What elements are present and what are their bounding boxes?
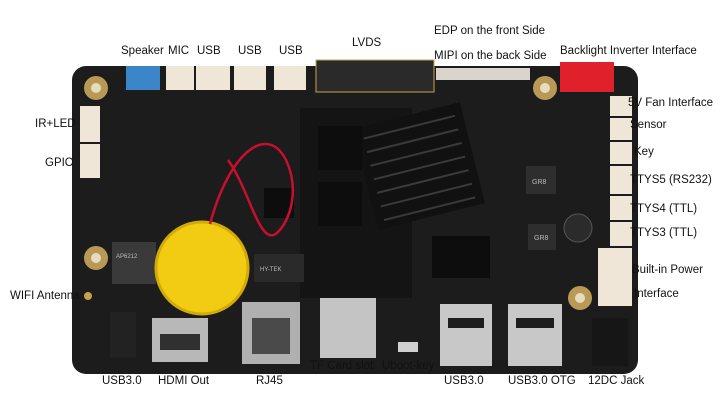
- label-uboot: Uboot-key: [382, 360, 435, 372]
- key-connector: [610, 142, 632, 164]
- label-usb-2: USB: [238, 45, 262, 57]
- label-usb30-right: USB3.0: [444, 375, 484, 387]
- wifi-module-label: AP6212: [116, 254, 138, 260]
- mounting-hole: [568, 286, 592, 310]
- usb3-otg-port-opening: [516, 318, 554, 328]
- pmic-chip-label: GR8: [532, 179, 547, 186]
- lvds-header: [315, 59, 435, 93]
- usb3-otg-port: [508, 304, 562, 366]
- label-usb-3: USB: [279, 45, 303, 57]
- pmic-chip-label: GR8: [534, 235, 549, 242]
- label-backlight: Backlight Inverter Interface: [560, 45, 697, 57]
- mic-connector: [166, 66, 194, 90]
- mounting-hole: [84, 246, 108, 270]
- label-ir-led: IR+LED: [35, 118, 76, 130]
- emmc-chip: [432, 236, 490, 278]
- usb-connector-3: [274, 66, 306, 90]
- label-lvds: LVDS: [352, 37, 382, 49]
- battery-wire: [208, 142, 294, 237]
- label-usb30-otg: USB3.0 OTG: [508, 375, 576, 387]
- gpio-connector: [80, 144, 100, 178]
- label-tf-card: TF Card slot: [310, 360, 374, 372]
- rj45-opening: [252, 318, 290, 354]
- label-hdmi: HDMI Out: [158, 375, 210, 387]
- mounting-hole: [533, 76, 557, 100]
- ethernet-transformer: [254, 254, 304, 282]
- label-usb-1: USB: [197, 45, 221, 57]
- rtc-battery: [154, 220, 250, 316]
- label-usb30-left: USB3.0: [102, 375, 142, 387]
- hdmi-port-opening: [160, 334, 200, 350]
- ttys4-connector: [610, 196, 632, 220]
- memory-chip: [318, 126, 362, 170]
- label-ttys5: TTYS5 (RS232): [630, 174, 712, 186]
- capacitor: [563, 213, 593, 243]
- ir-led-connector: [80, 106, 100, 142]
- label-dc-jack: 12DC Jack: [588, 375, 645, 387]
- speaker-connector: [126, 66, 160, 90]
- ttys5-connector: [610, 166, 632, 194]
- heatsink-fins: [363, 114, 476, 222]
- label-wifi-antenna: WIFI Antenna: [10, 290, 80, 302]
- label-power-2: Interface: [634, 288, 679, 300]
- usb-connector-1: [196, 66, 230, 90]
- label-key: Key: [634, 146, 654, 158]
- label-edp: EDP on the front Side: [434, 25, 546, 37]
- wifi-antenna-connector: [84, 292, 92, 300]
- label-gpio: GPIO: [45, 157, 74, 169]
- heatsink: [353, 102, 485, 230]
- usb3-port-opening: [448, 318, 484, 328]
- pmic-chip: [526, 166, 556, 194]
- ethernet-transformer-label: HY-TEK: [260, 267, 281, 273]
- label-mipi: MIPI on the back Side: [434, 50, 547, 62]
- fan-connector: [610, 96, 632, 116]
- backlight-connector: [560, 62, 614, 92]
- label-ttys3: TTYS3 (TTL): [630, 227, 698, 239]
- ttys3-connector: [610, 222, 632, 246]
- usb-connector-2: [234, 66, 266, 90]
- tf-card-slot: [320, 298, 376, 358]
- mounting-hole: [84, 76, 108, 100]
- memory-chip: [318, 182, 362, 226]
- label-fan: 5V Fan Interface: [628, 97, 714, 109]
- uboot-key-button: [398, 342, 418, 352]
- label-sensor: Sensor: [630, 119, 667, 131]
- power-connector: [598, 248, 632, 306]
- dc-jack: [592, 318, 628, 366]
- wifi-module-chip: [112, 242, 156, 284]
- audio-jack: [110, 312, 136, 358]
- sensor-connector: [610, 118, 632, 140]
- label-power: Built-in Power: [632, 264, 703, 276]
- label-mic: MIC: [168, 45, 190, 57]
- pmic-chip: [528, 224, 556, 250]
- label-speaker: Speaker: [121, 45, 164, 57]
- usb3-port: [440, 304, 492, 366]
- label-rj45: RJ45: [256, 375, 283, 387]
- label-ttys4: TTYS4 (TTL): [630, 203, 698, 215]
- edp-mipi-connector: [436, 68, 530, 80]
